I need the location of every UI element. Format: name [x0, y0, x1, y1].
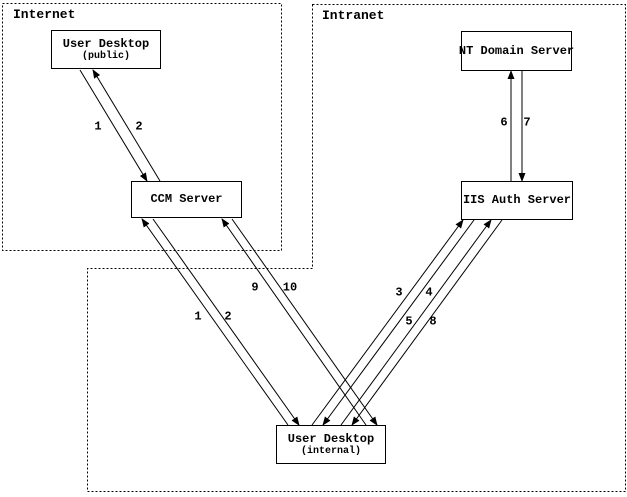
edge-label-ccm-to-internal-2: 10 [282, 280, 298, 295]
edge-internal-to-iis [311, 219, 464, 426]
edge-label-iis-to-internal-2: 8 [429, 314, 437, 329]
node-title: NT Domain Server [458, 43, 575, 58]
internet-zone-label: Internet [13, 7, 76, 22]
edge-public-to-ccm [79, 69, 148, 182]
edge-label-internal-to-iis: 3 [395, 285, 403, 300]
node-iis-auth-server: IIS Auth Server [461, 181, 573, 220]
node-subtitle: (public) [81, 50, 130, 62]
edge-iis-to-internal-2 [351, 219, 503, 426]
edge-internal-to-ccm-2 [221, 218, 367, 426]
edge-label-nt-to-iis: 7 [523, 115, 531, 130]
node-nt-domain-server: NT Domain Server [458, 31, 575, 71]
intranet-zone-outline [87, 4, 626, 492]
edge-ccm-to-public [92, 69, 161, 182]
edge-ccm-to-internal-2 [231, 218, 378, 426]
edge-label-internal-to-ccm: 1 [194, 309, 202, 324]
edge-label-public-to-ccm: 1 [94, 119, 102, 134]
intranet-zone-label: Intranet [322, 8, 385, 23]
node-user-desktop-internal: User Desktop (internal) [276, 425, 386, 464]
node-ccm-server: CCM Server [131, 181, 242, 218]
node-title: User Desktop [62, 36, 150, 51]
edge-ccm-to-internal [152, 218, 300, 426]
node-title: IIS Auth Server [462, 193, 572, 207]
edge-internal-to-ccm [141, 218, 289, 426]
node-subtitle: (internal) [300, 445, 361, 457]
edge-iis-to-internal [322, 219, 475, 426]
edge-label-internal-to-ccm-2: 9 [251, 280, 259, 295]
edge-internal-to-iis-2 [340, 219, 492, 426]
node-user-desktop-public: User Desktop (public) [51, 30, 161, 69]
edge-label-ccm-to-internal: 2 [224, 309, 232, 324]
edge-label-internal-to-iis-2: 5 [405, 314, 413, 329]
node-title: User Desktop [287, 431, 375, 446]
edge-label-iis-to-nt: 6 [500, 115, 508, 130]
internet-zone-outline [2, 3, 282, 251]
edge-label-iis-to-internal: 4 [425, 285, 433, 300]
node-title: CCM Server [150, 192, 223, 206]
edge-label-ccm-to-public: 2 [135, 119, 143, 134]
